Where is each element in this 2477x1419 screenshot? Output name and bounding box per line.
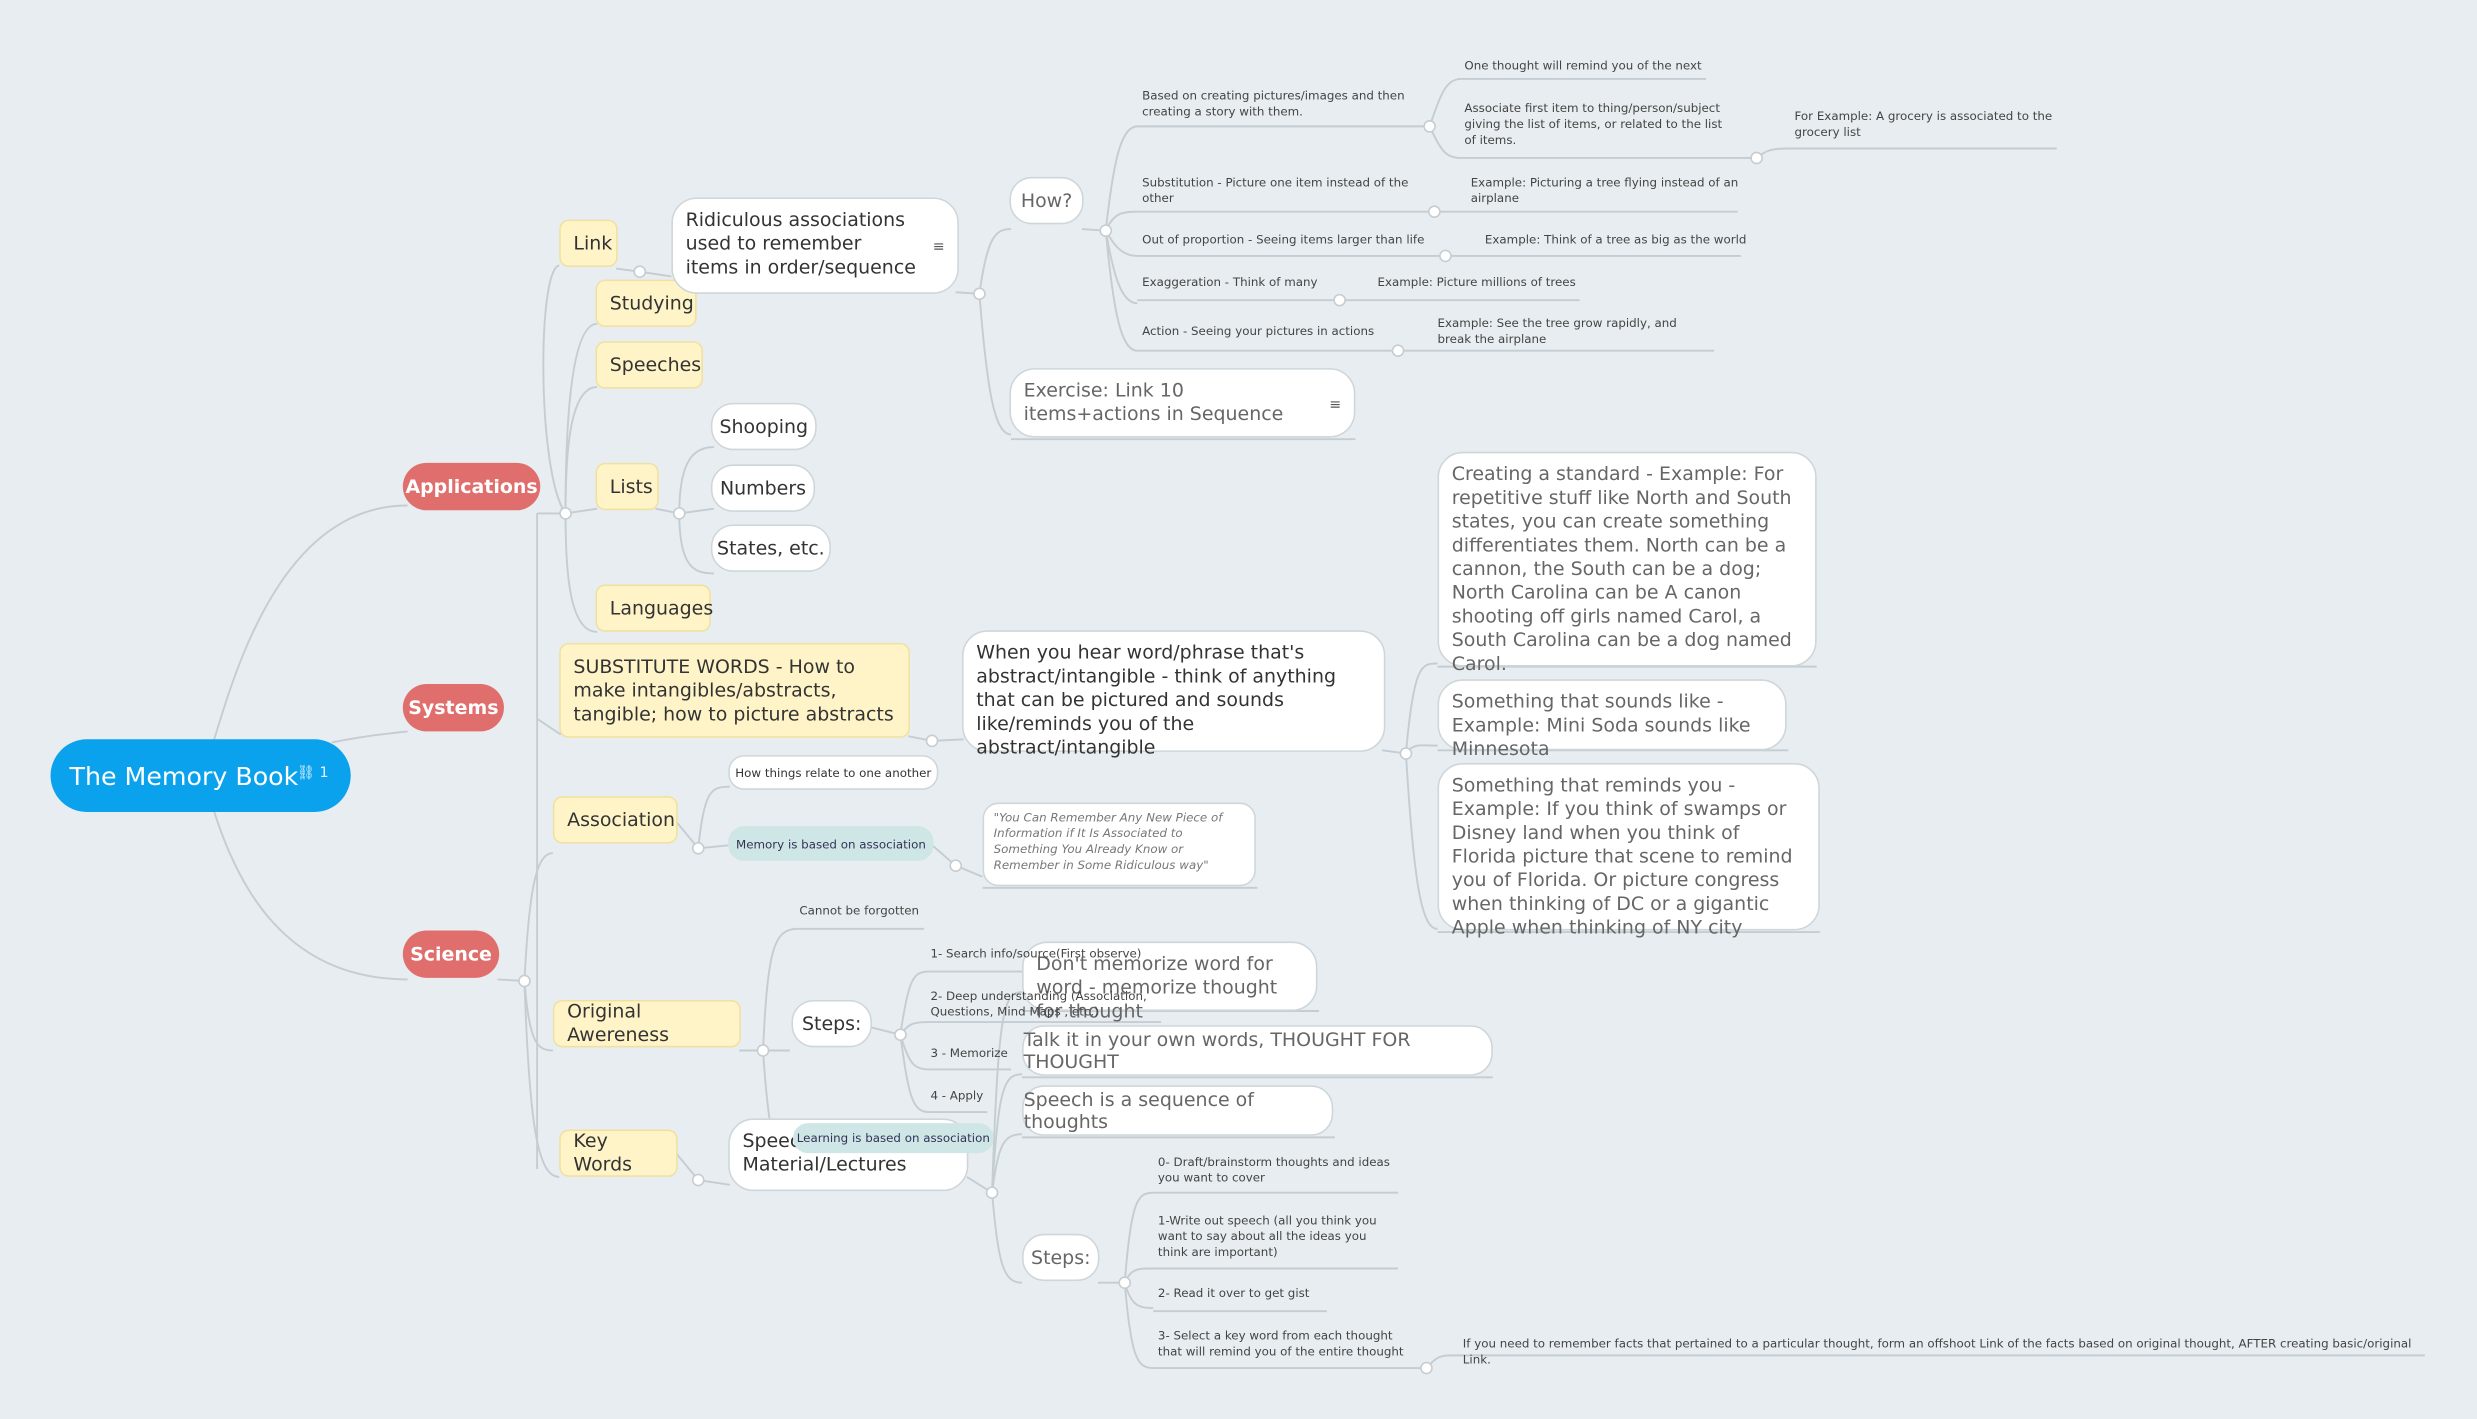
subtopic-speeches[interactable]: Speeches bbox=[595, 341, 703, 389]
speech-step-0[interactable]: 0- Draft/brainstorm thoughts and ideas y… bbox=[1157, 1154, 1390, 1185]
associate-label[interactable]: Associate first item to thing/person/sub… bbox=[1464, 101, 1723, 147]
notes-icon[interactable]: ≡ bbox=[1329, 398, 1342, 414]
list-item-states[interactable]: States, etc. bbox=[710, 524, 831, 572]
subtopic-association[interactable]: Association bbox=[552, 796, 678, 844]
exercise-text: Exercise: Link 10 items+actions in Seque… bbox=[1023, 379, 1284, 425]
speech-step-3[interactable]: 3- Select a key word from each thought t… bbox=[1157, 1328, 1404, 1359]
subtopic-key-words[interactable]: Key Words bbox=[559, 1129, 678, 1177]
how-node[interactable]: How? bbox=[1009, 176, 1084, 225]
speech-step-1[interactable]: 1-Write out speech (all you think you wa… bbox=[1157, 1213, 1377, 1260]
standard-card[interactable]: Creating a standard - Example: For repet… bbox=[1437, 451, 1817, 675]
proportion-label[interactable]: Out of proportion - Seeing items larger … bbox=[1142, 232, 1425, 247]
talk-card[interactable]: Talk it in your own words, THOUGHT FOR T… bbox=[1022, 1025, 1493, 1076]
quote-card[interactable]: "You Can Remember Any New Piece of Infor… bbox=[982, 802, 1256, 887]
link-ridiculous-card[interactable]: Ridiculous associations used to remember… bbox=[671, 197, 959, 294]
dont-memorize-card[interactable]: Don't memorize word for word - memorize … bbox=[1022, 941, 1318, 1022]
substitution-label[interactable]: Substitution - Picture one item instead … bbox=[1142, 175, 1409, 206]
subtopic-original-awareness[interactable]: Original Awereness bbox=[552, 999, 741, 1048]
speech-steps-node[interactable]: Steps: bbox=[1022, 1233, 1100, 1282]
list-item-numbers[interactable]: Numbers bbox=[710, 464, 816, 512]
exercise-card[interactable]: Exercise: Link 10 items+actions in Seque… bbox=[1009, 368, 1356, 438]
one-thought-label[interactable]: One thought will remind you of the next bbox=[1464, 58, 1702, 73]
step-3-label[interactable]: 3 - Memorize bbox=[930, 1045, 1008, 1060]
link-count-icon[interactable]: ⛓ 1 bbox=[296, 766, 329, 782]
steps-node[interactable]: Steps: bbox=[791, 999, 872, 1048]
action-label[interactable]: Action - Seeing your pictures in actions bbox=[1142, 323, 1375, 339]
subtopic-substitute-words[interactable]: SUBSTITUTE WORDS - How to make intangibl… bbox=[559, 642, 910, 738]
proportion-example[interactable]: Example: Think of a tree as big as the w… bbox=[1484, 232, 1747, 247]
sounds-like-card[interactable]: Something that sounds like - Example: Mi… bbox=[1437, 679, 1787, 760]
step-4-label[interactable]: 4 - Apply bbox=[930, 1088, 984, 1103]
how-based-label[interactable]: Based on creating pictures/images and th… bbox=[1142, 88, 1405, 119]
facts-label[interactable]: If you need to remember facts that perta… bbox=[1462, 1336, 2412, 1367]
subtopic-link[interactable]: Link bbox=[559, 219, 618, 267]
reminds-card[interactable]: Something that reminds you - Example: If… bbox=[1437, 762, 1820, 938]
action-example[interactable]: Example: See the tree grow rapidly, and … bbox=[1437, 315, 1677, 346]
grocery-label[interactable]: For Example: A grocery is associated to … bbox=[1794, 108, 2053, 140]
step-1-label[interactable]: 1- Search info/source(First observe) bbox=[930, 946, 1142, 961]
topic-systems[interactable]: Systems bbox=[402, 684, 504, 732]
memory-label[interactable]: Memory is based on association bbox=[728, 826, 934, 861]
step-2-label[interactable]: 2- Deep understanding (Association, Ques… bbox=[930, 988, 1147, 1019]
topic-science[interactable]: Science bbox=[402, 930, 500, 978]
link-ridiculous-text: Ridiculous associations used to remember… bbox=[685, 208, 916, 279]
exaggeration-label[interactable]: Exaggeration - Think of many bbox=[1142, 274, 1318, 290]
list-item-shopping[interactable]: Shooping bbox=[710, 402, 817, 451]
learning-label[interactable]: Learning is based on association bbox=[793, 1123, 994, 1154]
forgotten-label[interactable]: Cannot be forgotten bbox=[799, 903, 920, 918]
root-title: The Memory Book bbox=[69, 760, 299, 791]
subtopic-languages[interactable]: Languages bbox=[595, 584, 713, 632]
substitution-example[interactable]: Example: Picturing a tree flying instead… bbox=[1470, 175, 1739, 206]
root-topic[interactable]: The Memory Book ⛓ 1 bbox=[50, 739, 351, 812]
abstract-card[interactable]: When you hear word/phrase that's abstrac… bbox=[962, 630, 1386, 758]
notes-icon[interactable]: ≡ bbox=[932, 240, 945, 256]
speech-step-2[interactable]: 2- Read it over to get gist bbox=[1157, 1285, 1310, 1301]
sequence-card[interactable]: Speech is a sequence of thoughts bbox=[1022, 1085, 1334, 1136]
subtopic-lists[interactable]: Lists bbox=[595, 462, 659, 511]
topic-applications[interactable]: Applications bbox=[402, 462, 541, 511]
relate-node[interactable]: How things relate to one another bbox=[728, 755, 939, 790]
exaggeration-example[interactable]: Example: Picture millions of trees bbox=[1377, 274, 1576, 290]
